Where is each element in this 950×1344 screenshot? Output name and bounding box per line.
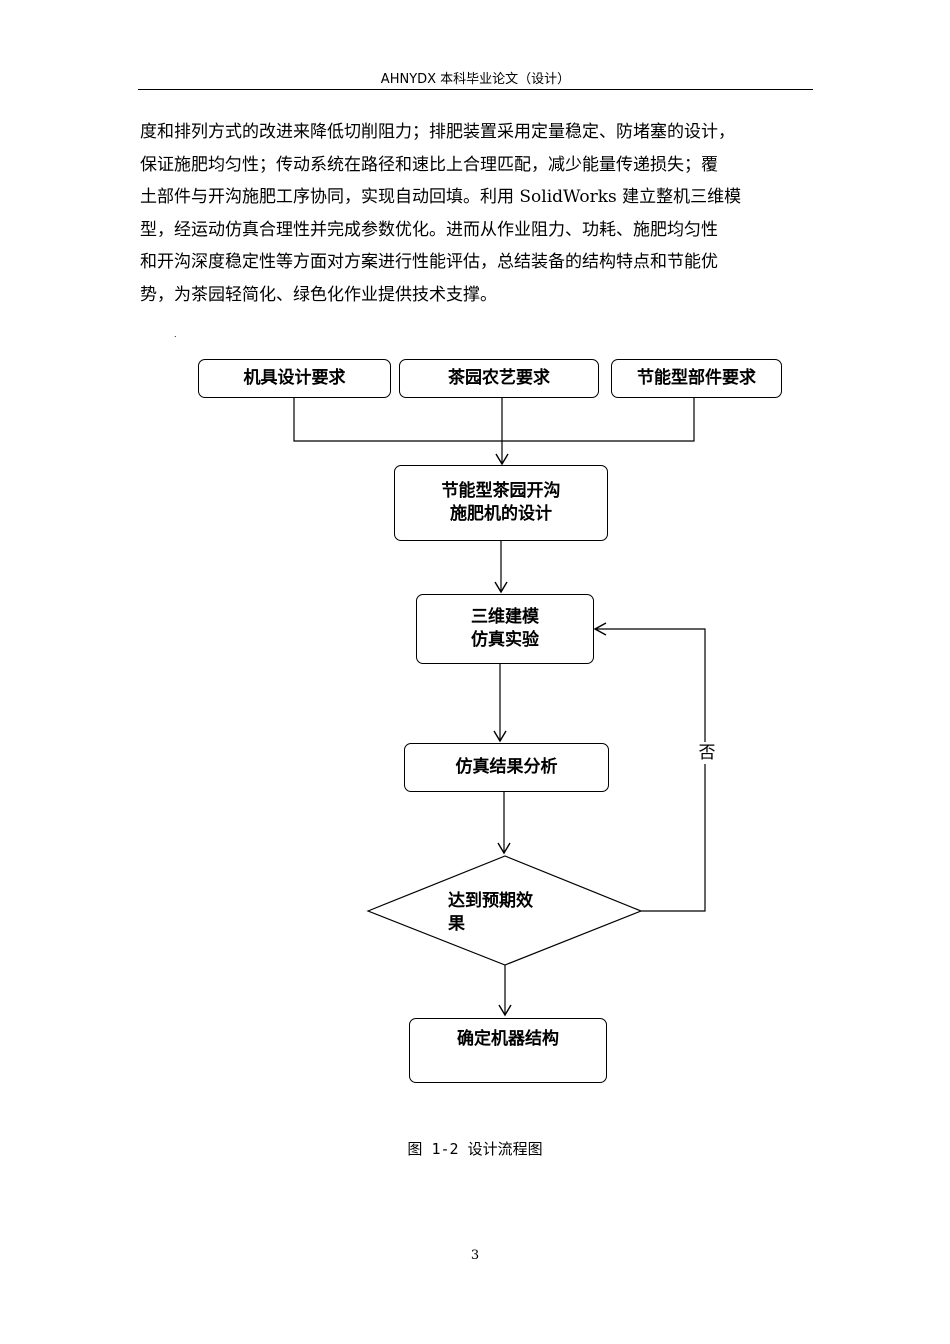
arrow-head [593, 622, 607, 636]
arrow-head [493, 730, 507, 743]
decision-line: 达到预期效 [448, 891, 533, 911]
box-energy-parts-requirements: 节能型部件要求 [611, 359, 782, 398]
body-line: 土部件与开沟施肥工序协同，实现自动回填。利用 SolidWorks 建立整机三维… [140, 187, 742, 207]
decision-line: 果 [448, 914, 465, 934]
box-label: 仿真结果分析 [455, 757, 558, 777]
arrow-head [495, 453, 509, 466]
page-number: 3 [470, 1248, 480, 1263]
figure-caption: 图 1-2 设计流程图 [407, 1140, 543, 1158]
connector-line [293, 398, 695, 442]
box-final-structure: 确定机器结构 [409, 1018, 607, 1083]
box-label: 机具设计要求 [243, 368, 346, 388]
body-paragraph: 度和排列方式的改进来降低切削阻力；排肥装置采用定量稳定、防堵塞的设计， 保证施肥… [140, 116, 808, 311]
box-label: 三维建模 [471, 607, 539, 627]
box-label: 茶园农艺要求 [448, 368, 550, 388]
box-result-analysis: 仿真结果分析 [404, 743, 609, 792]
running-header: AHNYDX 本科毕业论文（设计） [380, 72, 571, 87]
decision-diamond [366, 855, 643, 966]
body-line: 势，为茶园轻简化、绿色化作业提供技术支撑。 [140, 284, 497, 305]
arrow-head [497, 842, 511, 855]
box-label: 施肥机的设计 [450, 504, 552, 524]
box-machine-design: 节能型茶园开沟 施肥机的设计 [394, 465, 608, 541]
arrow-head [498, 1004, 512, 1017]
body-line: 型，经运动仿真合理性并完成参数优化。进而从作业阻力、功耗、施肥均匀性 [140, 219, 718, 240]
body-line: 度和排列方式的改进来降低切削阻力；排肥装置采用定量稳定、防堵塞的设计， [140, 122, 735, 142]
box-agronomy-requirements: 茶园农艺要求 [399, 359, 599, 398]
feedback-line [596, 628, 706, 912]
header-rule [138, 89, 813, 90]
body-line: 保证施肥均匀性；传动系统在路径和速比上合理匹配，减少能量传递损失；覆 [140, 154, 718, 175]
decision-label: 达到预期效 果 [448, 890, 533, 936]
arrow-head [494, 581, 508, 594]
box-machine-requirements: 机具设计要求 [198, 359, 391, 398]
box-label: 仿真实验 [471, 630, 539, 650]
box-label: 节能型茶园开沟 [441, 481, 561, 501]
stray-mark: . [174, 330, 177, 339]
no-branch-label: 否 [697, 742, 717, 764]
body-line: 和开沟深度稳定性等方面对方案进行性能评估，总结装备的结构特点和节能优 [140, 252, 718, 272]
box-modeling-simulation: 三维建模 仿真实验 [416, 594, 594, 664]
box-label: 确定机器结构 [457, 1029, 559, 1049]
box-label: 节能型部件要求 [637, 368, 756, 388]
